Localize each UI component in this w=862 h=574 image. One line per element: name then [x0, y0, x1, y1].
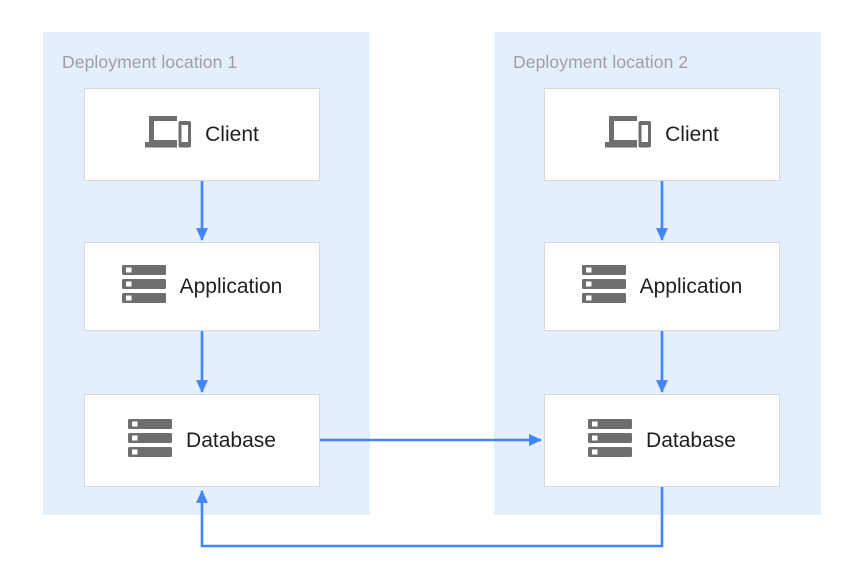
client-devices-icon [605, 112, 652, 157]
server-stack-icon [588, 418, 633, 463]
node-database-1-label: Database [186, 428, 276, 452]
node-database-2[interactable]: Database [544, 394, 780, 487]
node-database-1[interactable]: Database [84, 394, 320, 487]
deployment-zone-1-title: Deployment location 1 [62, 52, 238, 72]
client-devices-icon [145, 112, 192, 157]
server-stack-icon [581, 264, 626, 309]
node-database-2-label: Database [646, 428, 736, 452]
node-application-1[interactable]: Application [84, 242, 320, 331]
node-client-1-label: Client [205, 122, 259, 146]
server-stack-icon [128, 418, 173, 463]
node-application-2-label: Application [639, 274, 743, 298]
node-application-1-label: Application [179, 274, 283, 298]
deployment-zone-2-title: Deployment location 2 [513, 52, 689, 72]
server-stack-icon [121, 264, 166, 309]
node-client-1[interactable]: Client [84, 88, 320, 181]
node-client-2[interactable]: Client [544, 88, 780, 181]
node-application-2[interactable]: Application [544, 242, 780, 331]
node-client-2-label: Client [665, 122, 719, 146]
